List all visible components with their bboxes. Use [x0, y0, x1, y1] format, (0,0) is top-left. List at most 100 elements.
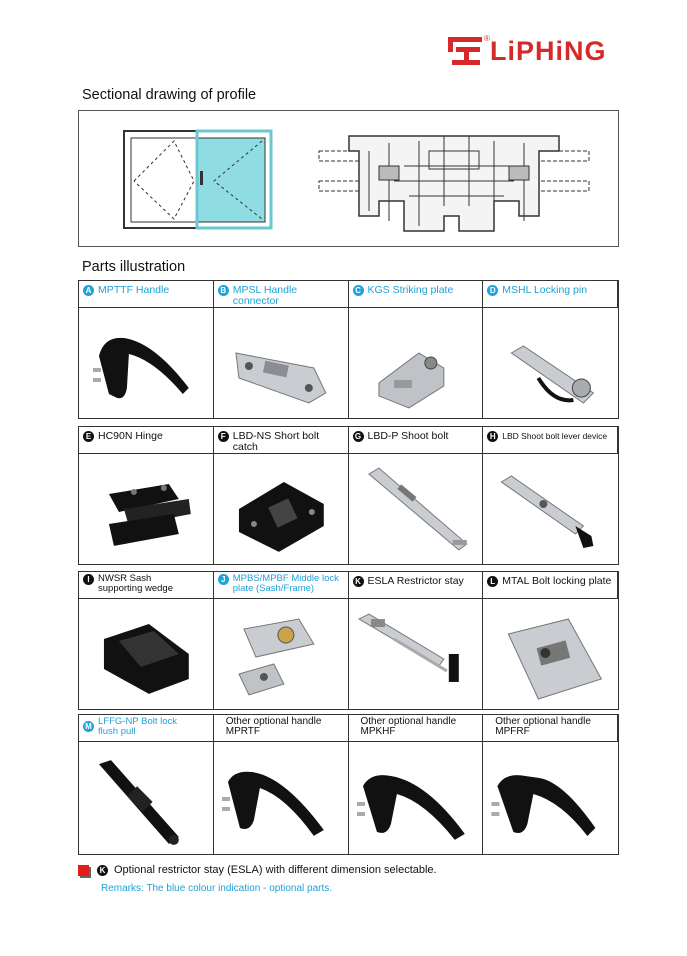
part-image-m	[79, 742, 214, 854]
part-name-c: KGS Striking plate	[367, 284, 454, 296]
badge-c: C	[352, 285, 364, 296]
part-image-f	[214, 454, 349, 564]
red-square-icon	[78, 864, 89, 876]
other-handle-label-3: Other optional handle	[495, 716, 591, 727]
badge-b: B	[217, 285, 229, 296]
hinge-icon	[108, 484, 191, 546]
part-name-k: ESLA Restrictor stay	[367, 575, 464, 587]
part-image-e	[79, 454, 214, 564]
part-image-mpkhf	[349, 742, 484, 854]
black-handle-icon	[356, 775, 465, 840]
footer-note: K Optional restrictor stay (ESLA) with d…	[78, 864, 437, 876]
badge-k: K	[352, 576, 364, 587]
liphing-logo-mark-icon	[448, 37, 482, 65]
lock-plate-icon	[237, 618, 315, 696]
profile-drawing-box	[78, 110, 619, 247]
part-image-k	[349, 599, 484, 709]
badge-g: G	[352, 431, 364, 442]
handle-connector-icon	[235, 352, 327, 404]
liphing-logo: ® LiPHiNG	[446, 34, 636, 68]
flush-pull-icon	[98, 760, 179, 845]
note-badge: K	[97, 864, 108, 876]
black-handle-icon	[92, 337, 189, 399]
other-handle-label-2: Other optional handle	[360, 716, 457, 727]
restrictor-stay-icon	[357, 613, 459, 682]
part-name-l: MTAL Bolt locking plate	[502, 575, 612, 587]
other-handle-code-3: MPFRF	[495, 726, 530, 737]
lever-device-icon	[500, 475, 594, 548]
part-image-h	[483, 454, 618, 564]
shoot-bolt-icon	[367, 467, 468, 551]
part-name-g: LBD-P Shoot bolt	[367, 430, 449, 442]
locking-pin-icon	[510, 345, 595, 404]
part-image-c	[349, 308, 484, 418]
note-text: Optional restrictor stay (ESLA) with dif…	[114, 864, 437, 876]
badge-d: D	[487, 285, 499, 296]
profile-section-title: Sectional drawing of profile	[82, 87, 257, 103]
part-image-mprtf	[214, 742, 349, 854]
other-handle-label-1: Other optional handle	[225, 716, 322, 727]
part-image-d	[483, 308, 618, 418]
part-name-f: LBD-NS Short bolt catch	[232, 430, 320, 453]
remarks-text: Remarks: The blue colour indication - op…	[101, 883, 333, 894]
bolt-catch-icon	[238, 482, 324, 552]
section-profile-drawing	[318, 135, 590, 232]
brand-name: LiPHiNG	[490, 35, 607, 66]
part-image-i	[79, 599, 214, 709]
badge-j: J	[217, 574, 229, 585]
other-handle-code-2: MPKHF	[360, 726, 396, 737]
black-handle-icon	[221, 771, 324, 836]
window-elevation-drawing	[123, 129, 273, 230]
part-image-g	[349, 454, 484, 564]
wedge-icon	[103, 624, 189, 694]
badge-a: A	[83, 285, 94, 296]
part-name-d: MSHL Locking pin	[502, 284, 588, 296]
part-cell-header-a: A MPTTF Handle	[79, 281, 214, 308]
part-image-b	[214, 308, 349, 418]
part-name-j: MPBS/MPBF Middle lock plate (Sash/Frame)	[232, 573, 339, 594]
part-image-j	[214, 599, 349, 709]
part-label-a: A MPTTF Handle	[83, 285, 211, 296]
part-name-i: NWSR Sash supporting wedge	[98, 573, 173, 594]
badge-f: F	[217, 431, 229, 442]
part-name-e: HC90N Hinge	[98, 430, 163, 442]
bolt-locking-plate-icon	[507, 618, 603, 700]
part-name-h: LBD Shoot bolt lever device	[502, 431, 608, 441]
part-image-mpfrf	[483, 742, 618, 854]
parts-section-title: Parts illustration	[82, 259, 186, 275]
badge-l: L	[487, 576, 499, 587]
part-name-a: MPTTF Handle	[98, 284, 170, 296]
striking-plate-icon	[377, 352, 444, 409]
